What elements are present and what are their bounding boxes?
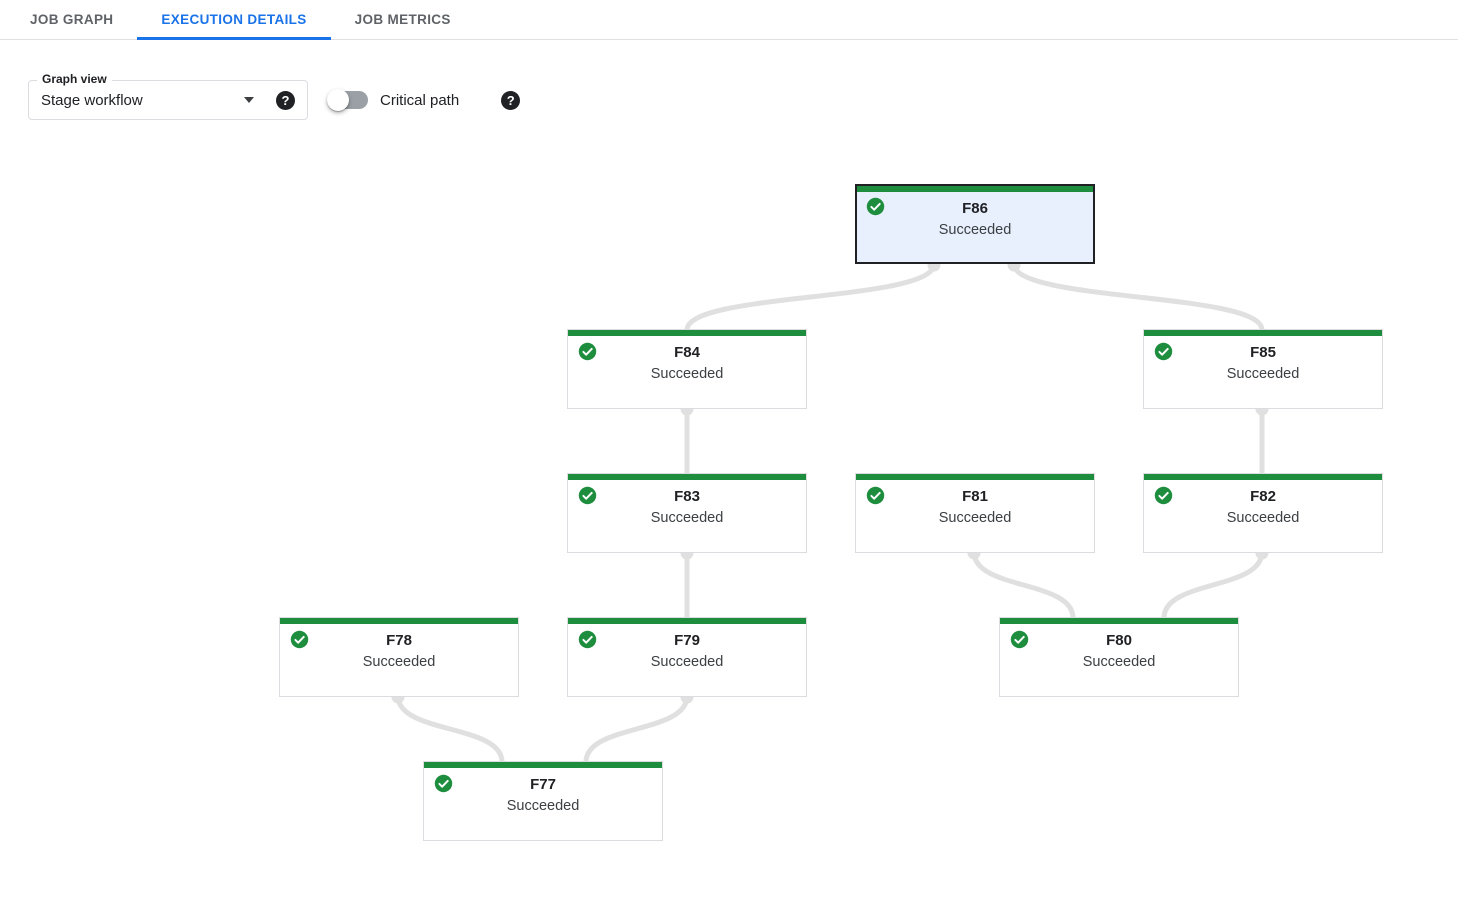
stage-node-f83[interactable]: F83 Succeeded [567, 473, 807, 553]
stage-name: F81 [962, 488, 988, 505]
graph-view-label: Graph view [37, 72, 112, 87]
stage-status-bar [856, 474, 1094, 480]
stage-node-f81[interactable]: F81 Succeeded [855, 473, 1095, 553]
stage-name: F83 [674, 488, 700, 505]
stage-status: Succeeded [1226, 510, 1300, 526]
stage-name: F77 [530, 776, 556, 793]
tab-label: EXECUTION DETAILS [161, 12, 307, 27]
stage-name: F82 [1250, 488, 1276, 505]
critical-path-control: Critical path ? [327, 89, 521, 111]
stage-status: Succeeded [506, 798, 580, 814]
graph-controls: Graph view Stage workflow ? Critical pat… [28, 72, 521, 120]
stage-status-bar [568, 474, 806, 480]
tab-execution-details[interactable]: EXECUTION DETAILS [137, 0, 331, 40]
check-circle-icon [866, 197, 885, 216]
stage-name: F79 [674, 632, 700, 649]
check-circle-icon [578, 630, 597, 649]
edge-f86-f84 [684, 263, 937, 331]
graph-view-select[interactable]: Graph view Stage workflow ? [28, 72, 308, 120]
stage-node-f82[interactable]: F82 Succeeded [1143, 473, 1383, 553]
check-circle-icon [866, 486, 885, 505]
stage-node-f86[interactable]: F86 Succeeded [855, 184, 1095, 264]
stage-name: F80 [1106, 632, 1132, 649]
check-circle-icon [578, 342, 597, 361]
stage-name: F84 [674, 344, 700, 361]
stage-status: Succeeded [650, 654, 724, 670]
critical-path-help-icon[interactable]: ? [501, 90, 521, 110]
check-circle-icon [434, 774, 453, 793]
stage-status-bar [280, 618, 518, 624]
stage-name: F78 [386, 632, 412, 649]
stage-status: Succeeded [362, 654, 436, 670]
arrow-drop-down-icon[interactable] [244, 97, 254, 103]
stage-status: Succeeded [1226, 366, 1300, 382]
tab-job-graph[interactable]: JOB GRAPH [6, 0, 137, 39]
graph-view-help-icon[interactable]: ? [276, 90, 295, 110]
stage-status-bar [1144, 330, 1382, 336]
stage-node-f77[interactable]: F77 Succeeded [423, 761, 663, 841]
graph-view-value: Stage workflow [41, 91, 143, 109]
critical-path-toggle[interactable] [327, 89, 368, 111]
stage-status: Succeeded [938, 510, 1012, 526]
check-circle-icon [1154, 342, 1173, 361]
check-circle-icon [1010, 630, 1029, 649]
tab-job-metrics[interactable]: JOB METRICS [331, 0, 475, 39]
tab-label: JOB GRAPH [30, 12, 114, 27]
stage-node-f84[interactable]: F84 Succeeded [567, 329, 807, 409]
stage-status: Succeeded [650, 366, 724, 382]
stage-status-bar [857, 186, 1093, 192]
stage-name: F86 [962, 200, 988, 217]
stage-status-bar [568, 330, 806, 336]
stage-status: Succeeded [1082, 654, 1156, 670]
tab-label: JOB METRICS [354, 12, 451, 27]
edge-f78-f77 [395, 695, 505, 763]
stage-status: Succeeded [938, 222, 1012, 238]
check-circle-icon [290, 630, 309, 649]
edge-f79-f77 [583, 695, 690, 763]
toggle-knob [327, 89, 349, 111]
tab-bar: JOB GRAPH EXECUTION DETAILS JOB METRICS [0, 0, 1458, 40]
stage-status: Succeeded [650, 510, 724, 526]
stage-status-bar [1144, 474, 1382, 480]
check-circle-icon [578, 486, 597, 505]
stage-status-bar [1000, 618, 1238, 624]
stage-status-bar [568, 618, 806, 624]
edge-f82-f80 [1161, 551, 1265, 619]
stage-name: F85 [1250, 344, 1276, 361]
stage-node-f85[interactable]: F85 Succeeded [1143, 329, 1383, 409]
check-circle-icon [1154, 486, 1173, 505]
stage-node-f78[interactable]: F78 Succeeded [279, 617, 519, 697]
critical-path-label: Critical path [380, 91, 460, 109]
stage-status-bar [424, 762, 662, 768]
stage-node-f79[interactable]: F79 Succeeded [567, 617, 807, 697]
stage-node-f80[interactable]: F80 Succeeded [999, 617, 1239, 697]
edge-f81-f80 [971, 551, 1076, 619]
edge-f86-f85 [1011, 263, 1265, 331]
